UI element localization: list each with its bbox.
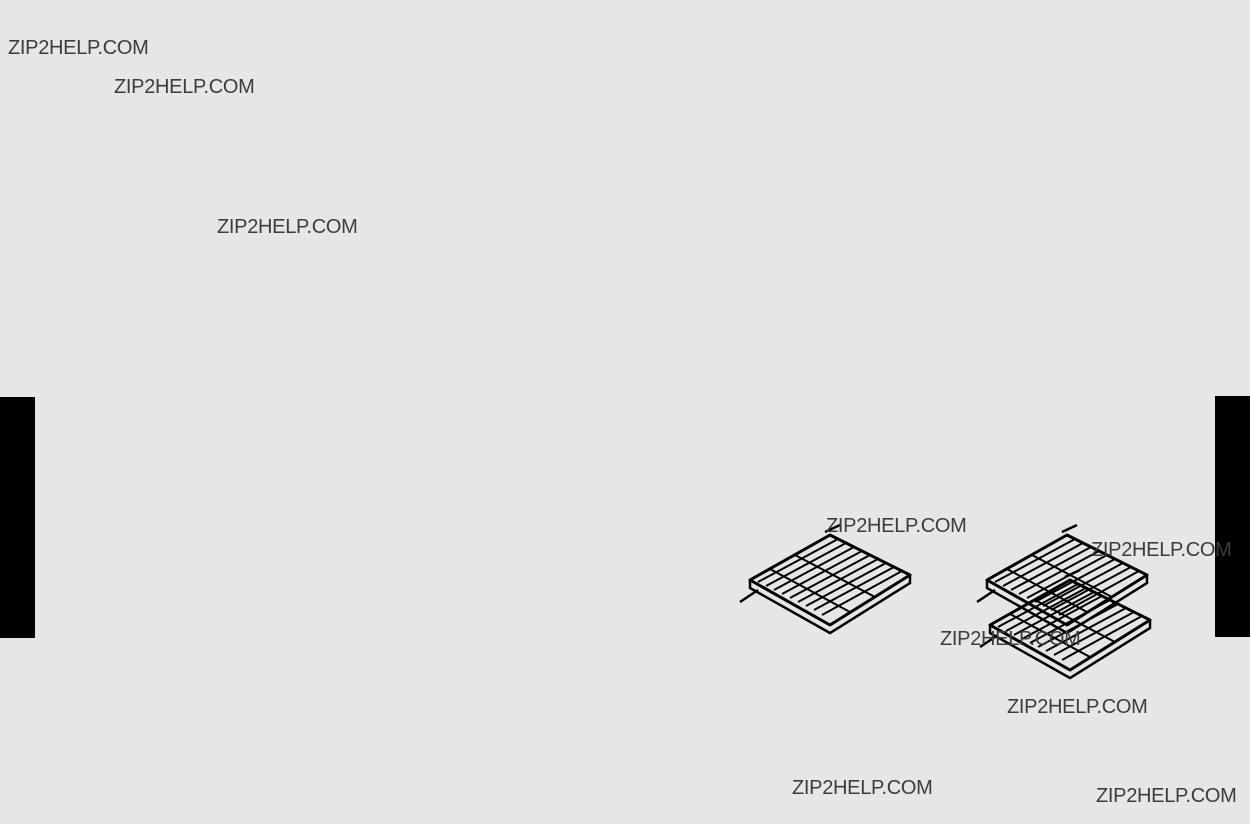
watermark-text: ZIP2HELP.COM <box>1007 696 1148 718</box>
watermark-text: ZIP2HELP.COM <box>8 37 149 59</box>
watermark-text: ZIP2HELP.COM <box>826 515 967 537</box>
page-edge-tab-left <box>0 397 35 638</box>
watermark-text: ZIP2HELP.COM <box>1091 539 1232 561</box>
watermark-text: ZIP2HELP.COM <box>1096 785 1237 807</box>
watermark-text: ZIP2HELP.COM <box>114 76 255 98</box>
page-edge-tab-right <box>1215 396 1250 637</box>
watermark-text: ZIP2HELP.COM <box>792 777 933 799</box>
oven-rack-single <box>738 523 912 635</box>
watermark-text: ZIP2HELP.COM <box>940 628 1081 650</box>
watermark-text: ZIP2HELP.COM <box>217 216 358 238</box>
